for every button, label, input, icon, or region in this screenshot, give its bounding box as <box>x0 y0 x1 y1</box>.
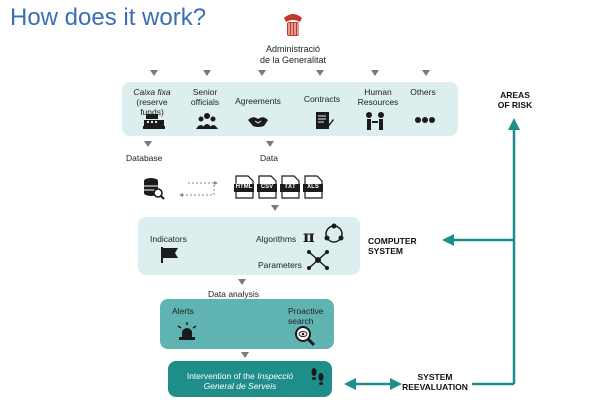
computer-system-line-1: COMPUTER <box>368 236 417 246</box>
intervention-line-2: General de Serveis <box>203 381 277 391</box>
generalitat-logo <box>276 8 310 42</box>
source-label-line: officials <box>190 97 220 107</box>
page-title: How does it work? <box>10 4 207 31</box>
intervention-prefix: Intervention of the <box>186 371 258 381</box>
ellipsis-icon <box>414 116 436 124</box>
source-arrow-1 <box>150 70 158 76</box>
footprints-icon <box>310 366 326 388</box>
logo-emblem-icon <box>284 14 302 36</box>
people-group-icon <box>196 112 218 130</box>
reeval-line-2: REEVALUATION <box>402 382 468 392</box>
intervention-line-1: Intervention of the Inspecció <box>172 371 308 381</box>
areas-of-risk-label: AREAS OF RISK <box>490 90 540 110</box>
source-label-caixa-fixa: Caixa fixa (reserve funds) <box>124 87 180 117</box>
areas-line-1: AREAS <box>500 90 530 100</box>
areas-line-2: OF RISK <box>497 100 533 110</box>
data-sources-box <box>122 82 458 136</box>
source-label-line: Resources <box>357 97 399 107</box>
html-file-label: HTML <box>235 184 253 190</box>
source-label-line: Senior <box>192 87 218 97</box>
risk-arrowhead <box>508 118 520 130</box>
cycle-nodes-icon <box>322 222 346 246</box>
network-nodes-icon <box>306 249 330 271</box>
txt-file-label: TXT <box>284 184 296 190</box>
source-label-contracts: Contracts <box>303 94 341 104</box>
proactive-line-2: search <box>288 316 314 326</box>
source-arrow-5 <box>371 70 379 76</box>
computer-system-line-2: SYSTEM <box>368 246 403 256</box>
html-file-icon <box>234 175 254 199</box>
source-arrow-4 <box>316 70 324 76</box>
source-label-human-resources: Human Resources <box>350 87 406 107</box>
alerts-label: Alerts <box>172 306 194 316</box>
pi-symbol: π <box>303 227 315 246</box>
data-arrow <box>266 141 274 147</box>
logo-text: Administració de la Generalitat <box>238 44 348 66</box>
exchange-dashed-arrow-icon <box>178 178 220 200</box>
csv-file-label: CSV <box>260 184 274 190</box>
double-arrowhead-right <box>390 378 402 390</box>
logo-line-2: de la Generalitat <box>259 55 327 65</box>
contract-document-icon <box>314 111 334 131</box>
intervention-text: Intervention of the Inspecció General de… <box>172 371 308 391</box>
xls-file-icon <box>303 175 323 199</box>
xls-file-label: XLS <box>307 184 319 190</box>
proactive-search-label: Proactive search <box>288 306 323 326</box>
csv-file-icon <box>257 175 277 199</box>
source-arrow-2 <box>203 70 211 76</box>
data-analysis-label: Data analysis <box>208 289 260 299</box>
source-arrow-3 <box>258 70 266 76</box>
double-arrowhead-left <box>344 378 356 390</box>
computer-system-arrowhead <box>442 234 454 246</box>
database-arrow <box>144 141 152 147</box>
source-label-senior-officials: Senior officials <box>182 87 228 107</box>
analysis-arrow <box>238 279 246 285</box>
files-arrow <box>271 205 279 211</box>
source-label-line: Human <box>364 87 392 97</box>
database-label: Database <box>126 153 163 163</box>
reeval-line-1: SYSTEM <box>417 372 453 382</box>
flag-icon <box>160 246 180 264</box>
intervention-italic-1: Inspecció <box>257 371 294 381</box>
proactive-line-1: Proactive <box>288 306 324 316</box>
intervention-arrow <box>241 352 249 358</box>
indicators-label: Indicators <box>150 234 187 244</box>
handshake-icon <box>247 114 269 128</box>
database-search-icon <box>143 177 165 201</box>
source-arrow-6 <box>422 70 430 76</box>
cash-register-icon <box>143 112 165 130</box>
source-label-line: (reserve funds) <box>136 97 168 117</box>
people-meeting-icon <box>364 111 386 131</box>
system-reevaluation-label: SYSTEM REEVALUATION <box>400 372 470 392</box>
logo-line-1: Administració <box>265 44 321 54</box>
parameters-label: Parameters <box>258 260 302 270</box>
source-label-agreements: Agreements <box>235 96 281 106</box>
intervention-box <box>168 361 332 397</box>
algorithms-label: Algorithms <box>256 234 297 244</box>
source-label-line: Caixa fixa <box>133 87 171 97</box>
alarm-siren-icon <box>176 322 198 340</box>
magnifier-eye-icon <box>294 325 316 347</box>
txt-file-icon <box>280 175 300 199</box>
source-label-others: Others <box>410 87 436 97</box>
data-label: Data <box>260 153 278 163</box>
computer-system-label: COMPUTER SYSTEM <box>368 236 417 256</box>
